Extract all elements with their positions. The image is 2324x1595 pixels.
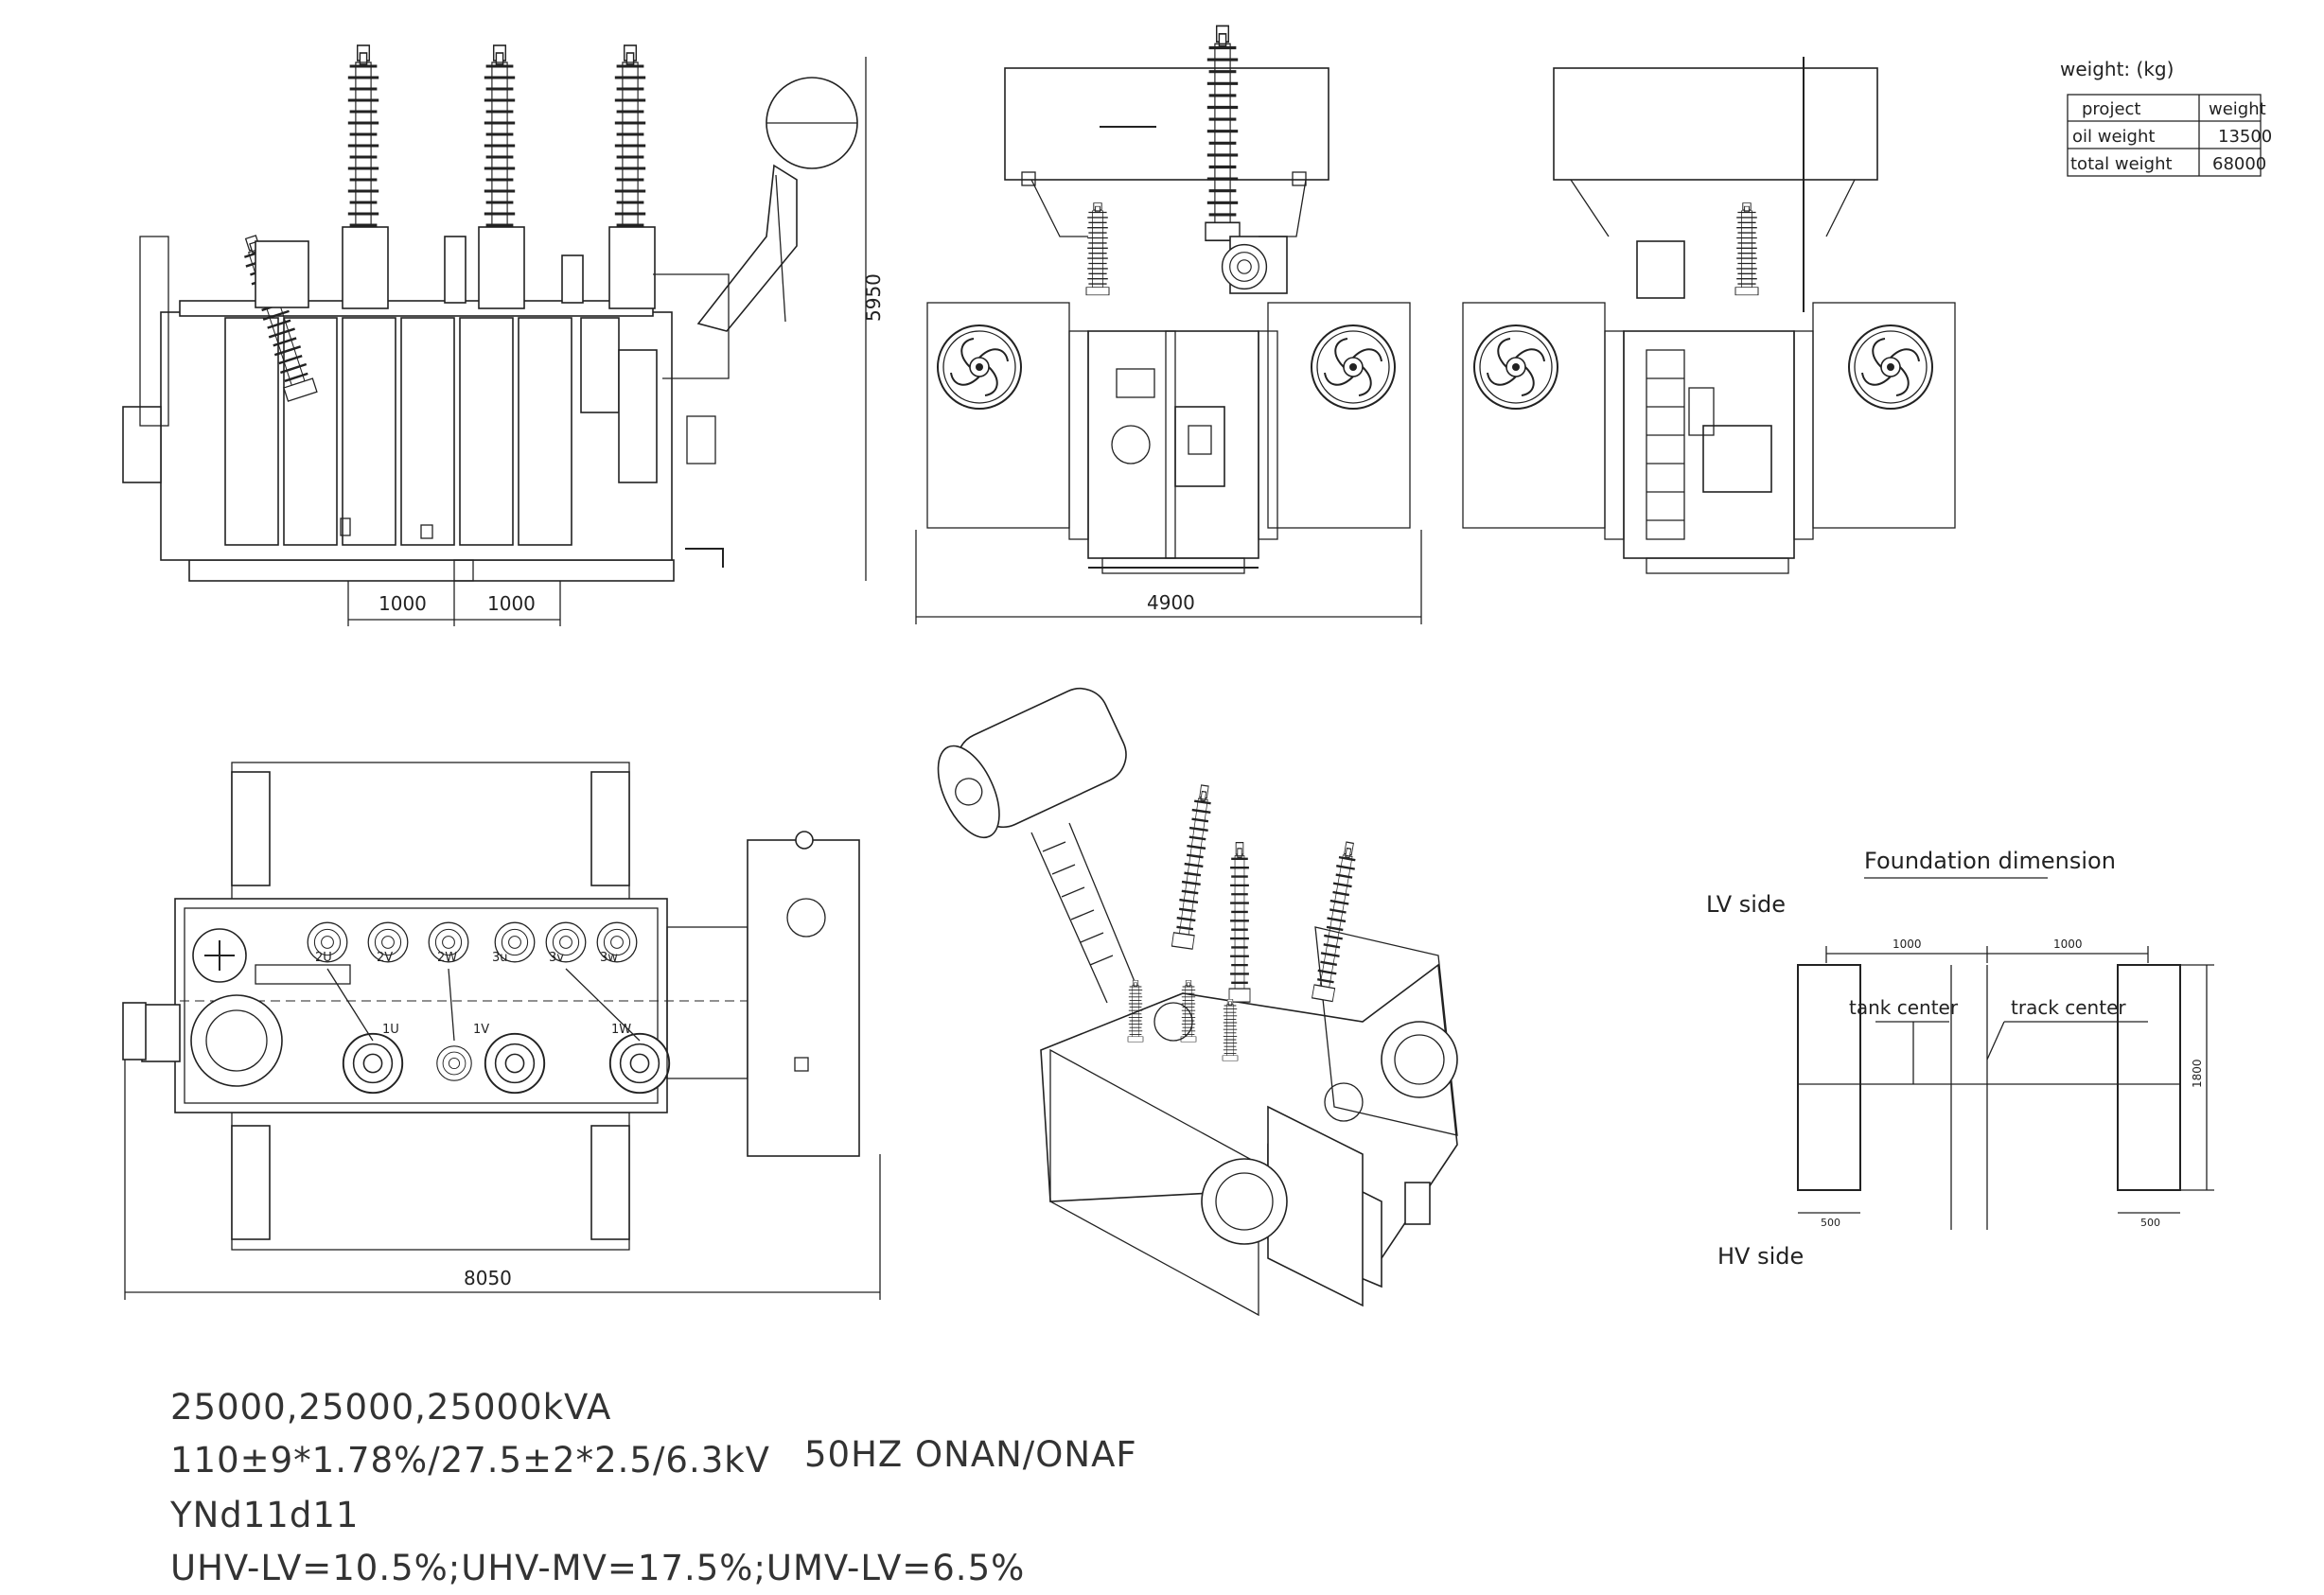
plan-label-3v: 3v <box>549 951 564 965</box>
plan-label-3u: 3u <box>492 951 508 965</box>
foundation-dim-500-right: 500 <box>2140 1217 2160 1229</box>
spec-frequency-cooling: 50HZ ONAN/ONAF <box>804 1434 1137 1475</box>
spec-vector-group: YNd11d11 <box>170 1495 360 1535</box>
table-cell-total-label: total weight <box>2070 154 2173 174</box>
hv-side-label: HV side <box>1717 1243 1804 1270</box>
foundation-dim-1000-left: 1000 <box>1893 938 1922 951</box>
foundation-title: Foundation dimension <box>1864 848 2116 874</box>
spec-impedance: UHV-LV=10.5%;UHV-MV=17.5%;UMV-LV=6.5% <box>170 1548 1026 1588</box>
tank-center-label: tank center <box>1849 996 1959 1019</box>
front-elevation-view: 4900 <box>915 24 1422 624</box>
side-elevation-view: 5950 1000 1000 <box>122 44 885 626</box>
plan-label-2v: 2V <box>377 951 393 965</box>
track-center-label: track center <box>2011 996 2126 1019</box>
spec-rating: 25000,25000,25000kVA <box>170 1387 612 1428</box>
isometric-view <box>937 687 1458 1317</box>
weight-table: weight: (kg) project weight oil weight 1… <box>2060 58 2272 177</box>
plan-label-1u: 1U <box>382 1023 399 1037</box>
lv-side-label: LV side <box>1706 891 1786 918</box>
table-cell-oil-label: oil weight <box>2072 127 2155 147</box>
plan-label-1w: 1W <box>611 1023 631 1037</box>
foundation-dim-1000-right: 1000 <box>2053 938 2083 951</box>
foundation-dim-1800: 1800 <box>2191 1059 2204 1088</box>
plan-label-2u: 2U <box>315 951 332 965</box>
table-cell-oil-value: 13500 <box>2218 127 2272 147</box>
table-header-weight: weight <box>2209 99 2266 119</box>
table-header-project: project <box>2082 99 2140 119</box>
dim-length-label: 8050 <box>464 1267 512 1289</box>
rear-elevation-view <box>1462 57 1956 574</box>
plan-view: 2U 2V 2W 3u 3v 3w 1U 1V 1W 8050 <box>122 762 881 1300</box>
spec-voltage: 110±9*1.78%/27.5±2*2.5/6.3kV <box>170 1440 770 1481</box>
foundation-diagram: Foundation dimension LV side HV side 100… <box>1706 848 2214 1270</box>
plan-label-2w: 2W <box>437 951 457 965</box>
table-cell-total-value: 68000 <box>2212 154 2266 174</box>
plan-label-1v: 1V <box>473 1023 489 1037</box>
dim-width-label: 4900 <box>1147 591 1195 614</box>
weight-table-title: weight: (kg) <box>2060 58 2174 80</box>
foundation-dim-500-left: 500 <box>1821 1217 1840 1229</box>
dim-1000-left-label: 1000 <box>379 592 427 615</box>
plan-label-3w: 3w <box>600 951 618 965</box>
dim-1000-right-label: 1000 <box>487 592 536 615</box>
